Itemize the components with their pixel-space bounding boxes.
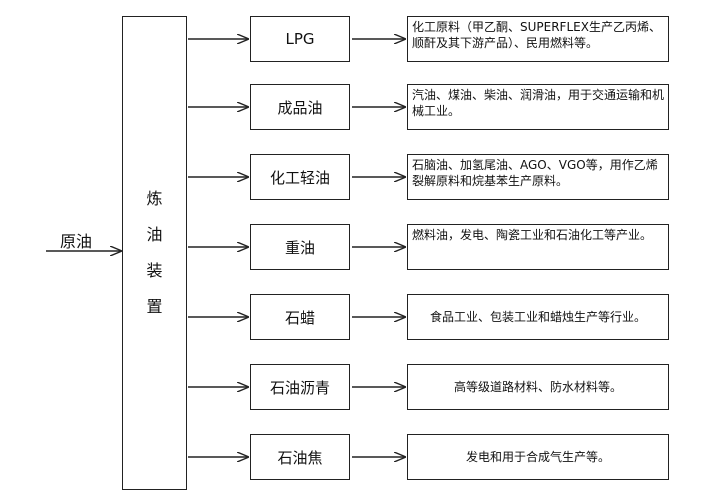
desc-box-paraffin-wax: 食品工业、包装工业和蜡烛生产等行业。 xyxy=(407,294,669,340)
crude-oil-label: 原油 xyxy=(60,232,93,251)
refinery-unit-box: 炼 油 装 置 xyxy=(122,16,187,490)
product-name: LPG xyxy=(285,30,315,48)
product-desc: 燃料油，发电、陶瓷工业和石油化工等产业。 xyxy=(412,228,653,242)
product-name: 石油焦 xyxy=(277,448,323,467)
product-box-petroleum-coke: 石油焦 xyxy=(250,434,350,480)
refinery-char-1: 炼 xyxy=(146,189,163,208)
product-box-heavy-oil: 重油 xyxy=(250,224,350,270)
refinery-char-4: 置 xyxy=(146,297,163,316)
desc-box-heavy-oil: 燃料油，发电、陶瓷工业和石油化工等产业。 xyxy=(407,224,669,270)
product-name: 石蜡 xyxy=(284,308,315,327)
product-box-paraffin-wax: 石蜡 xyxy=(250,294,350,340)
desc-box-lpg: 化工原料（甲乙酮、SUPERFLEX生产乙丙烯、顺酐及其下游产品）、民用燃料等。 xyxy=(407,16,669,62)
product-box-chemical-light-oil: 化工轻油 xyxy=(250,154,350,200)
desc-box-petroleum-asphalt: 高等级道路材料、防水材料等。 xyxy=(407,364,669,410)
desc-box-chemical-light-oil: 石脑油、加氢尾油、AGO、VGO等，用作乙烯裂解原料和烷基苯生产原料。 xyxy=(407,154,669,200)
product-desc: 化工原料（甲乙酮、SUPERFLEX生产乙丙烯、顺酐及其下游产品）、民用燃料等。 xyxy=(412,20,661,50)
desc-box-refined-oil: 汽油、煤油、柴油、润滑油，用于交通运输和机械工业。 xyxy=(407,84,669,130)
product-name: 石油沥青 xyxy=(269,378,330,397)
product-desc: 石脑油、加氢尾油、AGO、VGO等，用作乙烯裂解原料和烷基苯生产原料。 xyxy=(412,158,658,188)
product-desc: 发电和用于合成气生产等。 xyxy=(465,450,610,464)
product-name: 化工轻油 xyxy=(269,168,330,187)
product-desc: 汽油、煤油、柴油、润滑油，用于交通运输和机械工业。 xyxy=(412,88,665,118)
desc-box-petroleum-coke: 发电和用于合成气生产等。 xyxy=(407,434,669,480)
product-desc: 高等级道路材料、防水材料等。 xyxy=(453,380,622,394)
product-desc: 食品工业、包装工业和蜡烛生产等行业。 xyxy=(429,310,646,324)
product-name: 成品油 xyxy=(277,98,323,117)
product-box-refined-oil: 成品油 xyxy=(250,84,350,130)
product-name: 重油 xyxy=(284,238,315,257)
product-box-petroleum-asphalt: 石油沥青 xyxy=(250,364,350,410)
refinery-char-3: 装 xyxy=(146,261,163,280)
product-box-lpg: LPG xyxy=(250,16,350,62)
refinery-char-2: 油 xyxy=(146,225,163,244)
